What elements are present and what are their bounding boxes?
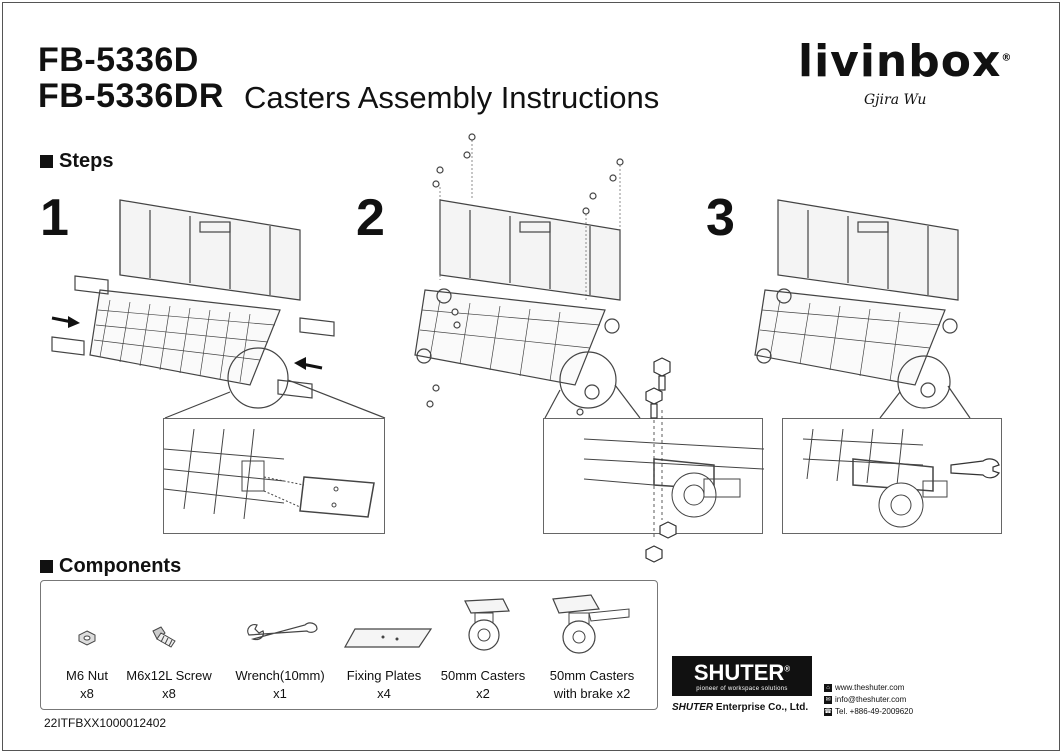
step-number-3: 3	[706, 189, 735, 247]
shuter-registered-mark: ®	[784, 664, 791, 674]
steps-heading: Steps	[40, 150, 113, 173]
components-heading-label: Components	[59, 555, 182, 577]
component-qty: x4	[377, 686, 391, 701]
email-text: info@theshuter.com	[835, 695, 907, 704]
step-number-1: 1	[40, 189, 69, 247]
email-row[interactable]: ✉ info@theshuter.com	[824, 694, 913, 706]
components-heading: Components	[40, 555, 181, 578]
steps-heading-label: Steps	[59, 150, 114, 172]
component-name: M6 Nut	[66, 668, 108, 683]
component-name: Wrench(10mm)	[235, 668, 325, 683]
step2-cart-illustration	[414, 133, 641, 430]
component-qty: with brake x2	[553, 686, 631, 701]
step2-detail-box	[543, 418, 765, 534]
component-name: 50mm Casters	[440, 668, 526, 683]
home-icon: ⌂	[824, 684, 832, 692]
component-qty: x1	[273, 686, 287, 701]
components-panel: M6 Nut x8 M6x12L Screw x8 Wrench(10mm) x…	[40, 580, 658, 710]
component-name: 50mm Casters	[549, 668, 635, 683]
step3-detail-drawing	[802, 428, 1000, 528]
step-number-2: 2	[356, 189, 385, 247]
contact-info: ⌂ www.theshuter.com ✉ info@theshuter.com…	[824, 682, 913, 718]
caster-icon	[464, 598, 510, 651]
model-number-2: FB-5336DR	[38, 77, 224, 115]
component-qty: x8	[80, 686, 94, 701]
bullet-square-icon	[40, 560, 53, 573]
component-wrench: Wrench(10mm) x1	[225, 667, 335, 703]
step2-hardware-stack	[645, 357, 677, 563]
email-icon: ✉	[824, 696, 832, 704]
company-suffix: Enterprise Co., Ltd.	[713, 702, 809, 713]
component-qty: x2	[476, 686, 490, 701]
m6-screw-icon	[152, 626, 176, 648]
phone-row: ☎ Tel. +886-49-2009620	[824, 706, 913, 718]
component-casters: 50mm Casters x2	[435, 667, 531, 703]
registered-mark: ®	[1001, 52, 1013, 64]
component-fixing-plates: Fixing Plates x4	[339, 667, 429, 703]
step3-detail-box	[782, 418, 1002, 534]
livinbox-logo: livinbox®	[798, 36, 1012, 87]
step1-detail-drawing	[163, 428, 375, 520]
page-title: Casters Assembly Instructions	[244, 80, 660, 115]
phone-text: Tel. +886-49-2009620	[835, 707, 914, 716]
model-number-1: FB-5336D	[38, 41, 199, 79]
wrench-icon	[247, 622, 318, 641]
step1-detail-box	[163, 418, 385, 534]
shuter-logo: SHUTER® pioneer of workspace solutions	[672, 656, 812, 696]
step1-cart-illustration	[51, 199, 386, 419]
wrench-tool-icon	[950, 458, 1000, 479]
company-prefix: SHUTER	[672, 702, 714, 713]
shuter-logo-text: SHUTER	[693, 660, 785, 685]
website-row[interactable]: ⌂ www.theshuter.com	[824, 682, 913, 694]
component-qty: x8	[162, 686, 176, 701]
shuter-tagline: pioneer of workspace solutions	[696, 686, 788, 692]
bullet-square-icon	[40, 155, 53, 168]
document-number: 22ITFBXX1000012402	[44, 716, 167, 730]
m6-nut-icon	[78, 630, 96, 646]
brand-name: livinbox	[798, 36, 1002, 87]
component-name: Fixing Plates	[346, 668, 422, 683]
company-name: SHUTER Enterprise Co., Ltd.	[672, 702, 808, 713]
brand-script: Gjira Wu	[864, 92, 927, 108]
component-name: M6x12L Screw	[126, 668, 212, 683]
fixing-plate-icon	[343, 628, 433, 648]
component-m6x12l-screw: M6x12L Screw x8	[123, 667, 215, 703]
component-m6-nut: M6 Nut x8	[49, 667, 125, 703]
component-casters-with-brake: 50mm Casters with brake x2	[537, 667, 647, 703]
website-text: www.theshuter.com	[835, 683, 905, 692]
step2-detail-drawing	[583, 438, 765, 518]
phone-icon: ☎	[824, 708, 832, 716]
step3-cart-illustration	[754, 199, 971, 419]
caster-with-brake-icon	[552, 594, 630, 654]
